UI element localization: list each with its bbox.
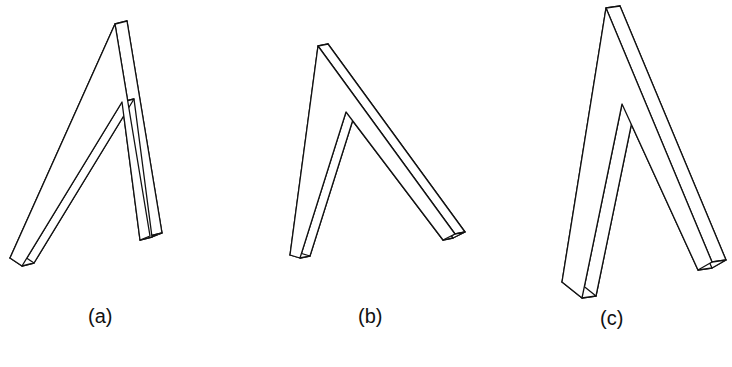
wide-bar-figure	[562, 6, 726, 298]
bar-front-face	[562, 8, 712, 298]
bar-front-face	[10, 24, 150, 266]
bar-front-face	[290, 46, 455, 258]
figure-label: (b)	[358, 306, 382, 326]
figure-label: (a)	[88, 306, 112, 326]
tapered-bar-figure	[290, 44, 465, 258]
bent-bar-figure	[10, 21, 162, 266]
figure-label: (c)	[600, 308, 623, 328]
